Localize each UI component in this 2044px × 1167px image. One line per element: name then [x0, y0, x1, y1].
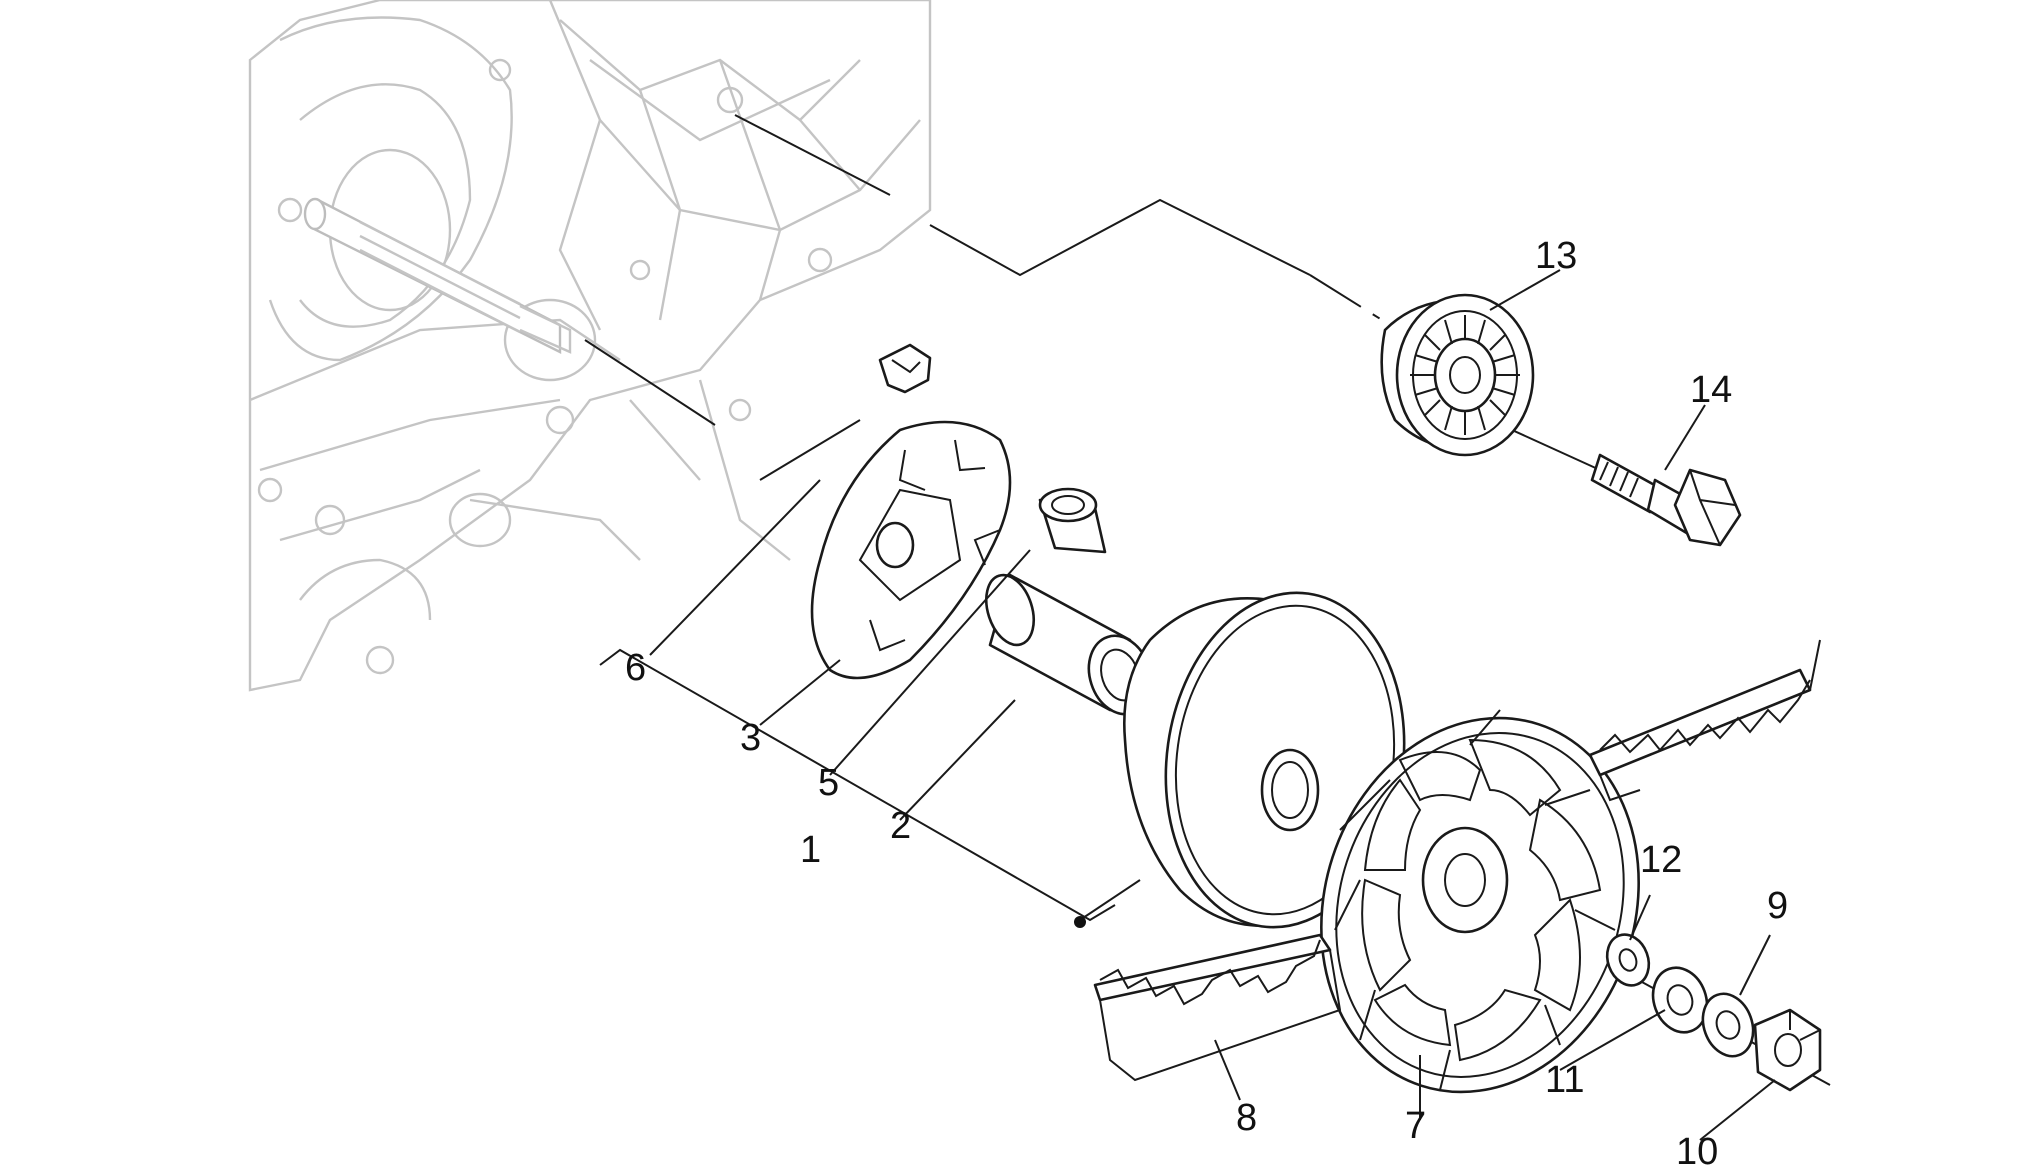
part-8-drive-belt[interactable]	[1093, 639, 1821, 1082]
callout-9: 9	[1767, 885, 1788, 927]
callout-labels: 6 3 5 1 2 8 7 11 12 9 10 13 14	[625, 235, 1788, 1167]
callout-11: 11	[1545, 1059, 1584, 1101]
part-5-bushing[interactable]	[1038, 487, 1107, 554]
part-3-ramp-plate[interactable]	[810, 420, 1012, 680]
part-11-washer[interactable]	[1644, 960, 1715, 1040]
part-12-washer[interactable]	[1600, 929, 1655, 992]
leader-lines	[599, 269, 1776, 1141]
callout-1: 1	[800, 829, 821, 871]
callout-14: 14	[1690, 369, 1732, 411]
callout-6: 6	[625, 647, 646, 689]
part-7-fan-pulley[interactable]	[1274, 676, 1686, 1133]
part-10-nut[interactable]	[1753, 1008, 1822, 1092]
part-13-bearing-roller[interactable]	[1380, 293, 1535, 457]
drive-shaft	[303, 197, 572, 354]
part-6-roller-clip[interactable]	[878, 343, 932, 394]
part-14-bolt[interactable]	[1590, 453, 1742, 547]
callout-10: 10	[1676, 1131, 1718, 1167]
callout-2: 2	[890, 805, 911, 847]
reference-dot	[1074, 916, 1086, 928]
callout-12: 12	[1640, 839, 1682, 881]
callout-7: 7	[1405, 1105, 1426, 1147]
part-9-washer[interactable]	[1695, 987, 1762, 1064]
callout-5: 5	[818, 762, 839, 804]
callout-13: 13	[1535, 235, 1577, 277]
callout-8: 8	[1236, 1097, 1257, 1139]
crankcase-housing	[248, 0, 932, 692]
callout-3: 3	[740, 717, 761, 759]
